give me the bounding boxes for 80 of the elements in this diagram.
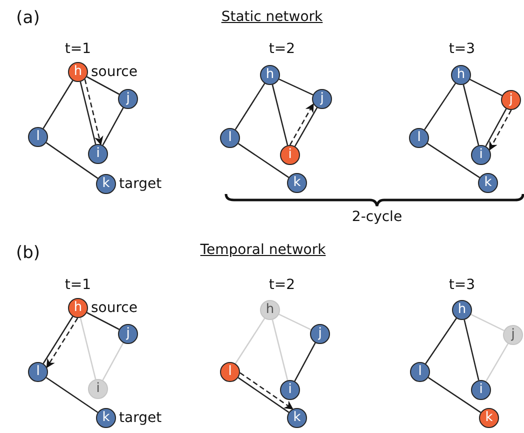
dashed-arrow [289,103,314,146]
network-link [425,318,457,364]
network-node: j [312,89,332,109]
network-node: l [410,362,430,382]
section-heading: Temporal network [200,242,326,258]
network-link [424,82,456,130]
network-node: i [88,144,108,164]
network-link [272,84,288,146]
network-link [46,142,98,179]
node-caption: source [91,300,138,316]
network-link [86,76,120,95]
network-link [470,78,502,96]
network-link [278,314,312,330]
network-node: l [220,362,240,382]
network-link [427,142,480,178]
network-link [234,318,266,364]
network-node: h [260,300,280,320]
dashed-arrow [46,318,78,368]
network-link [46,377,98,413]
network-link [86,312,120,330]
time-label: t=1 [64,277,92,293]
network-node: k [96,408,116,428]
network-link [102,342,124,381]
network-node: l [28,127,48,147]
network-node: j [118,89,138,109]
network-link [238,143,290,178]
network-node: k [287,173,307,193]
time-label: t=2 [268,277,296,293]
network-node: i [88,379,108,399]
network-link [464,320,480,380]
time-label: t=2 [268,41,296,57]
network-node: k [96,174,116,194]
network-node: h [68,62,88,82]
network-node: i [471,145,491,165]
network-node: l [409,128,429,148]
network-link [462,84,480,146]
dashed-arrow [84,79,104,146]
network-link [278,78,314,96]
network-link [102,107,124,146]
network-link [470,314,504,332]
network-link [485,108,507,147]
network-node: i [280,145,300,165]
network-node: l [220,128,240,148]
node-caption: target [119,176,162,192]
time-label: t=1 [64,41,92,57]
network-link [42,316,74,364]
time-label: t=3 [448,277,476,293]
network-link [294,107,318,147]
dashed-arrow [488,110,512,151]
node-caption: target [119,410,162,426]
network-node: j [501,90,521,110]
panel-label: (b) [16,243,40,263]
network-link [294,342,316,382]
network-link [80,318,96,380]
network-node: k [478,173,498,193]
network-link [80,82,96,144]
node-caption: source [91,64,138,80]
brace-label: 2-cycle [352,209,402,225]
network-link [234,83,266,130]
network-node: j [310,324,330,344]
network-link [428,377,482,413]
network-node: h [68,298,88,318]
time-label: t=3 [448,41,476,57]
network-node: i [280,380,300,400]
dashed-arrow [240,372,294,410]
network-node: k [287,408,307,428]
network-node: j [503,325,523,345]
network-link [42,80,74,129]
network-node: i [471,380,491,400]
network-node: k [479,408,499,428]
network-node: h [260,65,280,85]
network-link [272,320,288,380]
section-heading: Static network [221,9,323,25]
panel-label: (a) [16,8,40,28]
network-node: h [452,300,472,320]
network-node: l [28,362,48,382]
network-link [485,343,509,382]
network-node: j [118,324,138,344]
network-node: h [451,65,471,85]
network-link [238,377,290,413]
